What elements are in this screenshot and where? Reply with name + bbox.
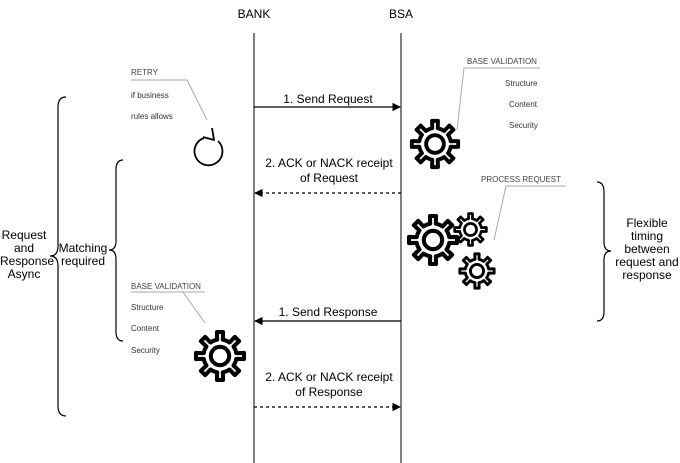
bsa-validation-item: Security — [509, 121, 538, 130]
ack-response-label-line1: 2. ACK or NACK receipt — [265, 370, 393, 384]
bsa-validation-item: Content — [509, 100, 538, 109]
lifeline-bank-label: BANK — [237, 7, 271, 21]
bsa-validation-title: BASE VALIDATION — [467, 57, 537, 66]
bank-validation-callout-leader — [182, 291, 206, 324]
left-brace-outer-line: and — [13, 241, 35, 255]
gear-icon — [409, 216, 457, 264]
bank-validation-item: Security — [131, 346, 160, 355]
left-brace-outer-label: Request and Response Async — [0, 228, 55, 281]
send-response-label: 1. Send Response — [278, 305, 378, 319]
send-request-label: 1. Send Request — [283, 92, 373, 106]
bsa-validation-item: Structure — [505, 79, 538, 88]
bank-validation-item: Structure — [131, 303, 164, 312]
left-brace-inner — [108, 159, 124, 342]
left-brace-inner-line: Matching — [58, 241, 108, 255]
bank-validation-item: Content — [131, 324, 160, 333]
right-brace — [596, 181, 612, 322]
left-brace-inner-label: Matching required — [58, 242, 108, 268]
left-brace-outer-line: Request — [1, 228, 47, 242]
lifeline-bsa-label: BSA — [388, 7, 413, 21]
retry-icon — [193, 127, 224, 167]
gear-icon — [453, 212, 488, 247]
left-brace-outer — [49, 96, 67, 417]
right-brace-line: response — [622, 268, 672, 282]
bsa-validation-callout-leader — [456, 67, 465, 131]
gear-icon — [458, 252, 496, 290]
gear-icon — [196, 332, 244, 380]
right-brace-label: Flexible timing between request and resp… — [614, 217, 680, 282]
left-brace-outer-line: Async — [7, 267, 41, 281]
retry-line1: if business — [131, 91, 169, 100]
process-request-title: PROCESS REQUEST — [481, 175, 562, 184]
left-brace-outer-line: Response — [0, 254, 55, 268]
retry-callout-leader — [186, 79, 208, 121]
bank-validation-title: BASE VALIDATION — [131, 282, 201, 291]
ack-request-label-line1: 2. ACK or NACK receipt — [265, 156, 393, 170]
gear-icon — [409, 118, 461, 170]
ack-request-label-line2: of Request — [299, 171, 359, 185]
right-brace-line: timing — [630, 229, 663, 243]
retry-title: RETRY — [131, 68, 158, 77]
ack-response-label-line2: of Response — [295, 385, 363, 399]
right-brace-line: Flexible — [626, 216, 668, 230]
right-brace-line: request and — [615, 255, 679, 269]
right-brace-line: between — [624, 242, 670, 256]
retry-line2: rules allows — [131, 112, 173, 121]
process-request-callout-leader — [493, 185, 507, 241]
left-brace-inner-line: required — [60, 254, 106, 268]
